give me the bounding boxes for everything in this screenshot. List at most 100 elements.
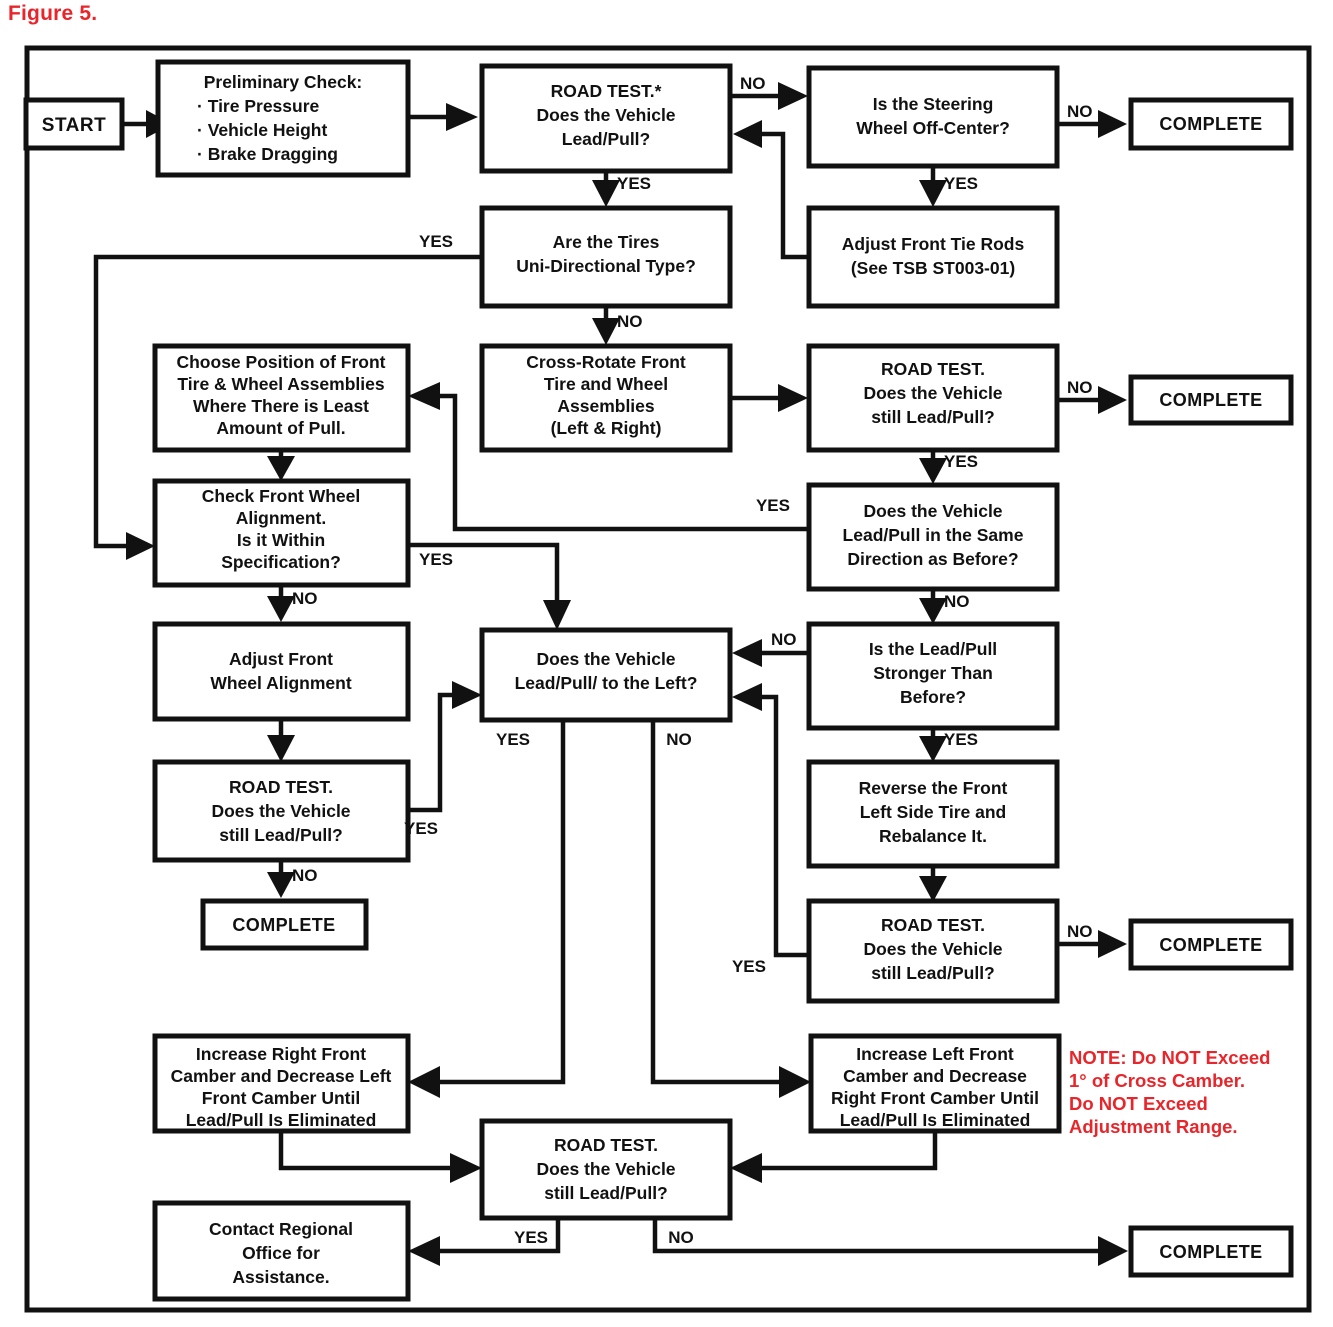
node-unidir-line-1: Uni-Directional Type? bbox=[516, 256, 696, 276]
node-complete-4[interactable] bbox=[1128, 918, 1294, 971]
node-road-test-5-line-1: Does the Vehicle bbox=[536, 1159, 675, 1179]
node-complete-5-label: COMPLETE bbox=[1159, 1242, 1262, 1262]
node-stronger-than-before[interactable] bbox=[806, 621, 1060, 731]
node-complete-2-label: COMPLETE bbox=[1159, 390, 1262, 410]
node-stronger-line-0: Is the Lead/Pull bbox=[869, 639, 997, 659]
arrowhead-tierods-roadtest1 bbox=[733, 120, 762, 148]
node-choose-line-2: Where There is Least bbox=[193, 396, 369, 416]
node-contact-regional[interactable] bbox=[152, 1200, 411, 1302]
node-checkalign-line-2: Is it Within bbox=[237, 530, 325, 550]
edge-roadtest4-yes-to-leftpull bbox=[762, 694, 809, 958]
edge-label-rt5-no: NO bbox=[668, 1228, 694, 1247]
node-choose-line-3: Amount of Pull. bbox=[216, 418, 345, 438]
arrowhead-roadtest4-leftpull bbox=[732, 683, 762, 711]
node-road-test-1-line-0: ROAD TEST.* bbox=[551, 81, 662, 101]
node-same-direction[interactable] bbox=[806, 482, 1060, 592]
edge-label-left-no: NO bbox=[666, 730, 692, 749]
arrowhead-increaseleft-roadtest5 bbox=[730, 1153, 762, 1183]
node-lead-pull-left[interactable] bbox=[479, 627, 733, 723]
node-crossrotate-line-3: (Left & Right) bbox=[551, 418, 662, 438]
edge-label-rt3-no: NO bbox=[292, 866, 318, 885]
node-adjust-tie-rods[interactable] bbox=[806, 205, 1060, 309]
node-complete-2[interactable] bbox=[1128, 374, 1294, 426]
node-contact-line-1: Office for bbox=[242, 1243, 320, 1263]
node-checkalign-line-3: Specification? bbox=[221, 552, 341, 572]
edge-increase-left-to-roadtest5 bbox=[762, 1131, 938, 1171]
arrowhead-steering-complete1 bbox=[1098, 110, 1127, 138]
note-line-1: 1° of Cross Camber. bbox=[1069, 1070, 1245, 1091]
node-incright-line-0: Increase Right Front bbox=[196, 1044, 366, 1064]
edge-label-align-yes: YES bbox=[419, 550, 453, 569]
node-road-test-2-line-2: still Lead/Pull? bbox=[871, 407, 995, 427]
edge-roadtest5-no-to-complete5 bbox=[652, 1218, 1098, 1254]
arrowhead-checkalign-adjustalign bbox=[267, 596, 295, 622]
edge-increase-right-to-roadtest5 bbox=[278, 1131, 450, 1171]
node-complete-3[interactable] bbox=[200, 898, 369, 951]
arrowhead-roadtest1-steering bbox=[778, 82, 808, 110]
arrowhead-roadtest4-complete4 bbox=[1098, 930, 1127, 958]
node-samedir-line-2: Direction as Before? bbox=[847, 549, 1018, 569]
node-crossrotate-line-2: Assemblies bbox=[557, 396, 655, 416]
edge-samedir-yes-to-choose-position bbox=[440, 393, 809, 532]
node-check-alignment[interactable] bbox=[152, 478, 411, 588]
node-complete-4-label: COMPLETE bbox=[1159, 935, 1262, 955]
node-complete-5[interactable] bbox=[1128, 1225, 1294, 1278]
node-road-test-3-line-1: Does the Vehicle bbox=[211, 801, 350, 821]
arrowhead-reverse-roadtest4 bbox=[919, 876, 947, 902]
node-crossrotate-line-1: Tire and Wheel bbox=[544, 374, 668, 394]
node-start-label: START bbox=[42, 115, 106, 136]
diagram-border bbox=[24, 45, 1312, 1313]
edge-leftpull-no-to-increase-left bbox=[650, 720, 779, 1085]
node-increase-left-camber[interactable] bbox=[808, 1033, 1062, 1134]
edge-label-stronger-yes: YES bbox=[944, 730, 978, 749]
node-samedir-line-0: Does the Vehicle bbox=[863, 501, 1002, 521]
node-reverse-front-left[interactable] bbox=[806, 759, 1060, 869]
node-reverse-line-0: Reverse the Front bbox=[859, 778, 1008, 798]
node-complete-1[interactable] bbox=[1128, 97, 1294, 151]
arrowhead-adjustalign-roadtest3 bbox=[267, 735, 295, 762]
edge-label-rt3-yes: YES bbox=[404, 819, 438, 838]
node-leftpull-line-0: Does the Vehicle bbox=[536, 649, 675, 669]
node-preliminary-check-line-1: · Tire Pressure bbox=[197, 96, 320, 116]
node-road-test-2[interactable] bbox=[806, 343, 1060, 453]
arrowhead-roadtest5-contact bbox=[408, 1236, 440, 1266]
node-road-test-5[interactable] bbox=[479, 1118, 733, 1221]
node-tierods-line-0: Adjust Front Tie Rods bbox=[842, 234, 1025, 254]
node-contact-line-0: Contact Regional bbox=[209, 1219, 353, 1239]
arrowhead-preliminary-roadtest1 bbox=[446, 103, 478, 131]
node-stronger-line-1: Stronger Than bbox=[873, 663, 993, 683]
node-preliminary-check-line-3: · Brake Dragging bbox=[197, 144, 338, 164]
node-steering-off-center[interactable] bbox=[806, 65, 1060, 169]
node-road-test-3[interactable] bbox=[152, 759, 411, 863]
node-road-test-1[interactable] bbox=[479, 63, 733, 174]
node-complete-1-label: COMPLETE bbox=[1159, 114, 1262, 134]
arrowhead-steering-tierods bbox=[919, 180, 947, 207]
node-choose-line-0: Choose Position of Front bbox=[176, 352, 385, 372]
node-cross-rotate[interactable] bbox=[479, 343, 733, 453]
arrowhead-roadtest5-complete5 bbox=[1098, 1236, 1128, 1266]
edge-label-rt1-no: NO bbox=[740, 74, 766, 93]
arrowhead-roadtest2-samedir bbox=[919, 458, 947, 484]
node-road-test-2-line-0: ROAD TEST. bbox=[881, 359, 985, 379]
node-road-test-4[interactable] bbox=[806, 898, 1060, 1004]
node-road-test-5-line-0: ROAD TEST. bbox=[554, 1135, 658, 1155]
arrowhead-unidir-checkalign bbox=[126, 532, 155, 560]
arrowhead-samedir-choose bbox=[408, 382, 440, 410]
edge-label-uni-no: NO bbox=[617, 312, 643, 331]
node-samedir-line-1: Lead/Pull in the Same bbox=[843, 525, 1024, 545]
node-contact-line-2: Assistance. bbox=[232, 1267, 329, 1287]
node-reverse-line-1: Left Side Tire and bbox=[860, 802, 1007, 822]
arrowhead-increaseright-roadtest5 bbox=[450, 1153, 482, 1183]
node-start[interactable] bbox=[23, 97, 125, 151]
node-road-test-1-line-1: Does the Vehicle bbox=[536, 105, 675, 125]
node-road-test-4-line-2: still Lead/Pull? bbox=[871, 963, 995, 983]
node-crossrotate-line-0: Cross-Rotate Front bbox=[526, 352, 686, 372]
edge-label-samedir-no: NO bbox=[944, 592, 970, 611]
node-incright-line-3: Lead/Pull Is Eliminated bbox=[186, 1110, 377, 1130]
node-incleft-line-2: Right Front Camber Until bbox=[831, 1088, 1039, 1108]
edge-label-rt2-yes: YES bbox=[944, 452, 978, 471]
node-reverse-line-2: Rebalance It. bbox=[879, 826, 987, 846]
node-adjust-alignment[interactable] bbox=[152, 621, 411, 722]
edge-unidir-yes-to-check-alignment bbox=[93, 254, 482, 549]
